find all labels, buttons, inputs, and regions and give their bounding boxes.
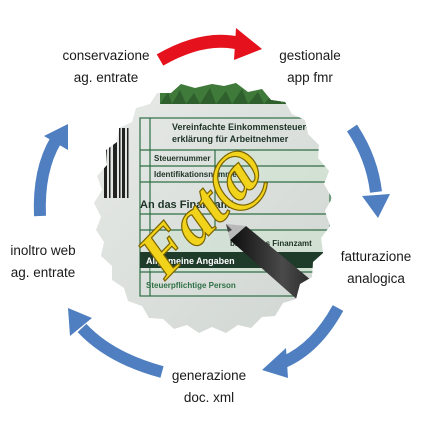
form-title-2: erklärung für Arbeitnehmer xyxy=(172,134,289,144)
arrow-inoltro-to-conservazione xyxy=(33,124,68,217)
label-inoltro-line1: inoltro web xyxy=(10,243,76,258)
arrow-conservazione-to-gestionale xyxy=(156,28,262,66)
label-fatturazione: fatturazione analogica xyxy=(330,246,422,290)
label-gestionale: gestionale app fmr xyxy=(268,45,352,89)
label-generazione-line2: doc. xml xyxy=(183,390,235,405)
label-conservazione: conservazione ag. entrate xyxy=(54,45,158,89)
form-section-allgemeine: Allgemeine Angaben xyxy=(146,256,235,266)
label-gestionale-line2: app fmr xyxy=(287,70,333,85)
label-generazione-line1: generazione xyxy=(171,368,247,383)
form-field-id: Identifikationsnummer xyxy=(154,170,240,179)
form-field-person: Steuerpflichtige Person xyxy=(146,281,236,290)
arrow-generazione-to-inoltro xyxy=(68,308,164,378)
tax-form-photo: Vereinfachte Einkommensteuer- erklärung … xyxy=(94,83,332,333)
arrow-gestionale-to-fatturazione xyxy=(346,124,390,218)
label-conservazione-line1: conservazione xyxy=(62,48,150,63)
form-field-steuernummer: Steuernummer xyxy=(154,154,210,163)
label-gestionale-line1: gestionale xyxy=(279,48,341,63)
label-conservazione-line2: ag. entrate xyxy=(73,70,139,85)
label-generazione: generazione doc. xml xyxy=(160,365,258,409)
form-field-bisheriges: bisheriges Finanzamt xyxy=(230,239,312,248)
label-inoltro: inoltro web ag. entrate xyxy=(2,240,84,284)
form-title-1: Vereinfachte Einkommensteuer- xyxy=(172,122,309,132)
label-inoltro-line2: ag. entrate xyxy=(10,265,76,280)
form-field-finanzamt: An das Finanzamt xyxy=(140,199,234,211)
label-fatturazione-line2: analogica xyxy=(347,271,405,286)
label-fatturazione-line1: fatturazione xyxy=(340,249,412,264)
arrow-fatturazione-to-generazione xyxy=(262,305,344,378)
